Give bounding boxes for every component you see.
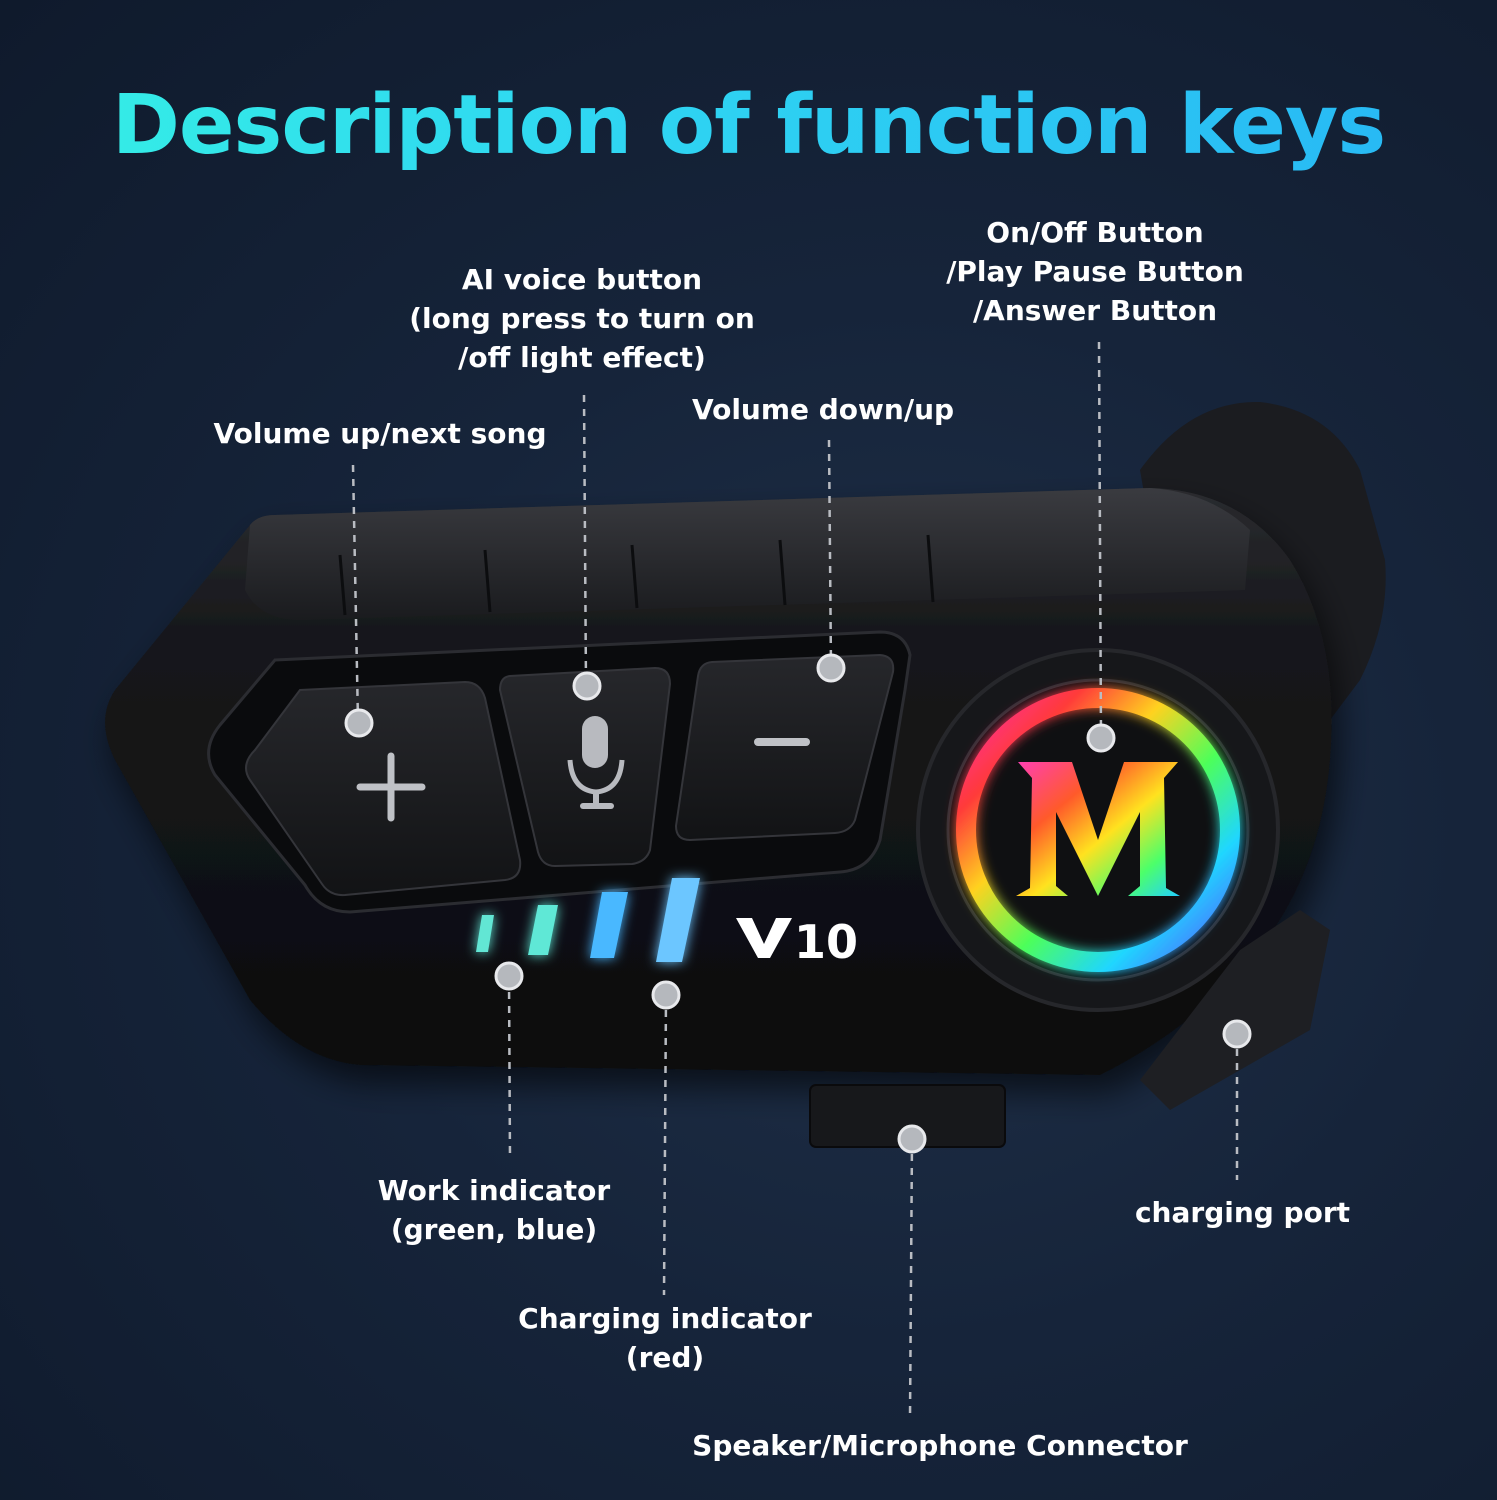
m-logo-icon <box>1016 762 1180 896</box>
leader-lines <box>351 341 1239 1419</box>
callout-dot <box>1222 1019 1252 1049</box>
charging-indicator-light <box>590 892 628 958</box>
callout-dot <box>651 980 681 1010</box>
work-indicator-light <box>476 915 494 952</box>
indicator-lights <box>476 878 700 962</box>
volume-up-button[interactable] <box>245 680 522 897</box>
work-indicator-light <box>528 905 558 955</box>
callout-dots <box>344 653 1252 1154</box>
callout-dot <box>344 708 374 738</box>
callout-dot <box>494 961 524 991</box>
v-logo-icon <box>736 918 792 958</box>
label-charging-indicator: Charging indicator (red) <box>518 1302 812 1374</box>
label-power: On/Off Button /Play Pause Button /Answer… <box>946 216 1244 327</box>
label-work-indicator: Work indicator (green, blue) <box>377 1174 611 1246</box>
model-number: 10 <box>794 915 858 969</box>
volume-down-button[interactable] <box>674 653 895 842</box>
callout-dot <box>816 653 846 683</box>
ai-voice-button[interactable] <box>498 666 672 868</box>
page-title: Description of function keys <box>0 78 1497 173</box>
callout-dot <box>1086 723 1116 753</box>
plus-icon <box>356 752 426 822</box>
callout-dot <box>572 671 602 701</box>
rgb-ring <box>956 688 1240 972</box>
microphone-icon <box>567 716 625 809</box>
charging-indicator-light <box>656 878 700 962</box>
label-volume-down: Volume down/up <box>691 393 955 426</box>
label-connector: Speaker/Microphone Connector <box>692 1429 1188 1462</box>
label-ai-voice: AI voice button (long press to turn on /… <box>409 263 755 374</box>
label-volume-up: Volume up/next song <box>213 417 547 450</box>
device-top-ridge <box>245 488 1250 620</box>
power-button[interactable] <box>916 648 1280 1012</box>
ridge-segments <box>338 534 935 616</box>
label-charging-port: charging port <box>1134 1196 1351 1229</box>
callout-dot <box>897 1124 927 1154</box>
charging-port[interactable] <box>1140 910 1330 1110</box>
